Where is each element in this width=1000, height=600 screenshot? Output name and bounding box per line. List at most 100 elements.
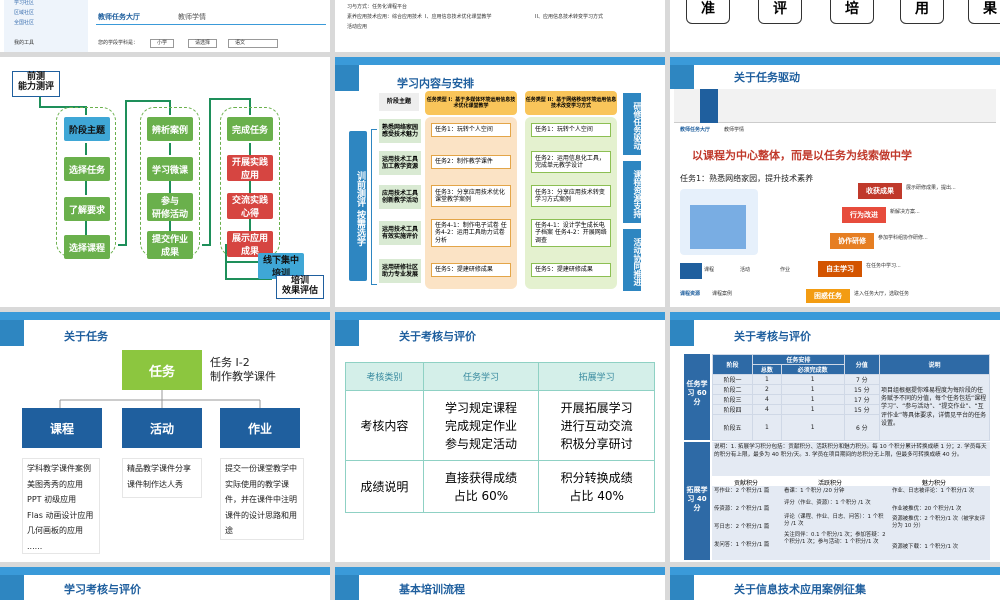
stage-cell: 运用研修社区 助力专业发展 (379, 259, 421, 283)
learning-tab[interactable]: 教师学情 (178, 13, 206, 21)
ext-panel: 写作业：2 个积分/1 篇 传资源：2 个积分/1 篇 写日志：2 个积分/1 … (712, 486, 990, 560)
ext-cell: 作业、日志被评论：1 个积分/1 次 (892, 488, 975, 494)
stage-header: 阶段主题 (379, 93, 419, 111)
task-hall-tab[interactable]: 教师任务大厅 (98, 13, 140, 21)
active-nav-item[interactable] (700, 89, 718, 123)
col-header: 任务安排 (752, 354, 845, 365)
slide-evaluation-detail: 关于考核与评价 任务学习 60 分 阶段 任务安排 分值 说明 总数 必须完成数… (670, 312, 1000, 562)
extension-learning-label: 拓展学习 40 分 (684, 442, 710, 560)
stage-cell: 熟悉网络家园 感受技术魅力 (379, 119, 421, 143)
ext-cell: 发问答：1 个积分/1 篇 (714, 542, 770, 548)
table-cell: 1 (780, 394, 845, 405)
slide-content: 学习内容与安排 训前测评 按需选学 阶段主题 任务类型 I：基于多媒体环境运用信… (335, 57, 665, 307)
table-cell: 4 (752, 394, 782, 405)
slide-platform-screen: 学习社区 区域社区 全国社区 我的工具 教师任务大厅 教师学情 您的学段学科是：… (0, 0, 330, 52)
type1-header: 任务类型 I：基于多媒体环境运用信息技术优化课堂教学 (425, 91, 517, 115)
table-header: 考核类别 (345, 362, 424, 391)
ext-cell: 资源被下载：1 个积分/1 次 (892, 544, 959, 550)
platform-sidebar: 学习社区 区域社区 全国社区 我的工具 (4, 0, 88, 52)
filter-label: 您的学段学科是： (98, 40, 139, 46)
table-cell: 阶段一 (711, 374, 754, 385)
step-desc: 进入任务大厅，选取任务 (854, 291, 910, 297)
header-tab (670, 320, 694, 346)
table-cell: 1 (752, 374, 782, 385)
doc-line: 活动应用 (347, 24, 368, 30)
activity-list: 精品教学课件分享 课件制作达人秀 (122, 458, 202, 498)
slide-title: 关于任务 (64, 330, 108, 343)
header-tab (335, 65, 359, 91)
table-cell: 6 分 (843, 414, 881, 441)
mini-button-label: 作业 (780, 267, 791, 273)
table-cell: 阶段五 (711, 414, 754, 441)
ext-cell: 评分（作业、资源）：1 个积分 /1 次 (784, 500, 871, 506)
step-select-course: 选择课程 (64, 235, 110, 259)
table-cell: 7 分 (843, 374, 881, 385)
task-line: 任务1：熟悉网络家园，提升技术素养 (680, 174, 814, 183)
doc-item: II、应用信息技术转变学习方式 (535, 14, 603, 20)
task-cell: 任务4-1：制作电子试卷 任务4-2：运用工具助力试卷分析 (431, 219, 511, 247)
bottom-tab[interactable]: 课程资源 (680, 291, 701, 297)
step-stage-theme: 阶段主题 (64, 117, 110, 141)
ext-cell: 资源被推优：2 个积分/1 次（被学友评分为 10 分） (892, 516, 985, 530)
ext-cell: 评论（课程、作业、日志、问答）：1 个积分 /1 次 (784, 514, 884, 528)
header-tab (670, 65, 694, 89)
table-header: 拓展学习 (538, 362, 655, 391)
list-item: 精品教学课件分享 (127, 464, 191, 473)
sidebar-link[interactable]: 学习社区 (14, 0, 35, 6)
header-tab (0, 575, 24, 600)
slide-about-task: 关于任务 任务 任务 I-2 制作教学课件 课程 活动 作业 学科教学课件案例 … (0, 312, 330, 562)
doc-item: I、应用信息技术优化课堂教学 (425, 14, 492, 20)
slide-title: 关于信息技术应用案例征集 (734, 583, 866, 596)
platform-nav (674, 89, 996, 123)
header-tab (335, 575, 359, 600)
ext-cell: 关注同伴：0.1 个积分/1 次；参加答疑：2 个积分/1 次；参与活动：1 个… (784, 532, 886, 546)
bottom-tab[interactable]: 课程案例 (712, 291, 733, 297)
list-item: PPT 初级应用 (27, 495, 77, 505)
task-hall-tab[interactable]: 教师任务大厅 (680, 127, 711, 133)
list-item: 美图秀秀的应用 (27, 479, 83, 489)
branch-course: 课程 (22, 408, 102, 448)
slide-bottom-3: 关于信息技术应用案例征集 (670, 567, 1000, 600)
doc-line: 素养应用技术应用：综合应用技术 (347, 14, 423, 20)
learning-tab[interactable]: 教师学情 (724, 127, 745, 133)
table-cell: 1 (752, 414, 782, 441)
pre-test-label: 前测 能力测评 (12, 71, 60, 97)
branch-homework: 作业 (220, 408, 300, 448)
slide-header-bar (335, 312, 665, 320)
sidebar-link[interactable]: 全国社区 (14, 20, 35, 26)
step-show-results: 展示应用 成果 (227, 231, 273, 257)
bracket (371, 129, 377, 285)
course-list: 学科教学课件案例 美图秀秀的应用 PPT 初级应用 Flas 动画设计应用 几何… (22, 458, 100, 554)
mini-button-label: 课程 (704, 267, 715, 273)
stage-cell: 应用技术工具 创新教学活动 (379, 185, 421, 209)
slide-header-bar (670, 57, 1000, 65)
step-share-experience: 交流实践 心得 (227, 193, 273, 219)
subject-select[interactable]: 语文 (228, 39, 278, 48)
task-cell: 任务5：提建研修成果 (431, 263, 511, 277)
task-cell: 任务1：玩转个人空间 (531, 123, 611, 137)
grade-select[interactable]: 小学 (150, 39, 175, 48)
col-header: 分值 (843, 354, 881, 375)
task-cell: 任务2：制作教学课件 (431, 155, 511, 169)
stage-select[interactable]: 请选择 (188, 39, 218, 48)
note-cell: 项目组根据提你难易程度为每阶段的任务赋予不同的分值，每个任务包括“课程学习”、“… (879, 374, 990, 441)
list-item: 学科教学课件案例 (27, 464, 91, 473)
stair-step: 困惑任务 (806, 289, 850, 303)
slide-header-bar (0, 312, 330, 320)
step-micro-course: 学习微课 (147, 157, 193, 181)
sub-header: 总数 (752, 364, 782, 375)
sidebar-link[interactable]: 我的工具 (14, 40, 35, 46)
driver-arrow: 研修任务驱动 (623, 93, 642, 155)
evaluation-table: 考核类别 任务学习 拓展学习 考核内容 学习规定课程 完成规定作业 参与规定活动… (345, 362, 655, 513)
slide-title: 关于考核与评价 (734, 330, 811, 343)
stair-step: 行为改进 (842, 207, 886, 223)
ext-cell: 写日志：2 个积分/1 篇 (714, 524, 770, 530)
stage-cell: 运用技术工具 加工教学资源 (379, 151, 421, 175)
table-header: 任务学习 (422, 362, 540, 391)
mini-course-button[interactable] (680, 263, 702, 279)
table-cell: 1 (780, 384, 845, 395)
flow-connectors (39, 95, 272, 280)
step-join-activity: 参与 研修活动 (147, 193, 193, 221)
char-box: 果 (968, 0, 1000, 24)
sidebar-link[interactable]: 区域社区 (14, 10, 35, 16)
